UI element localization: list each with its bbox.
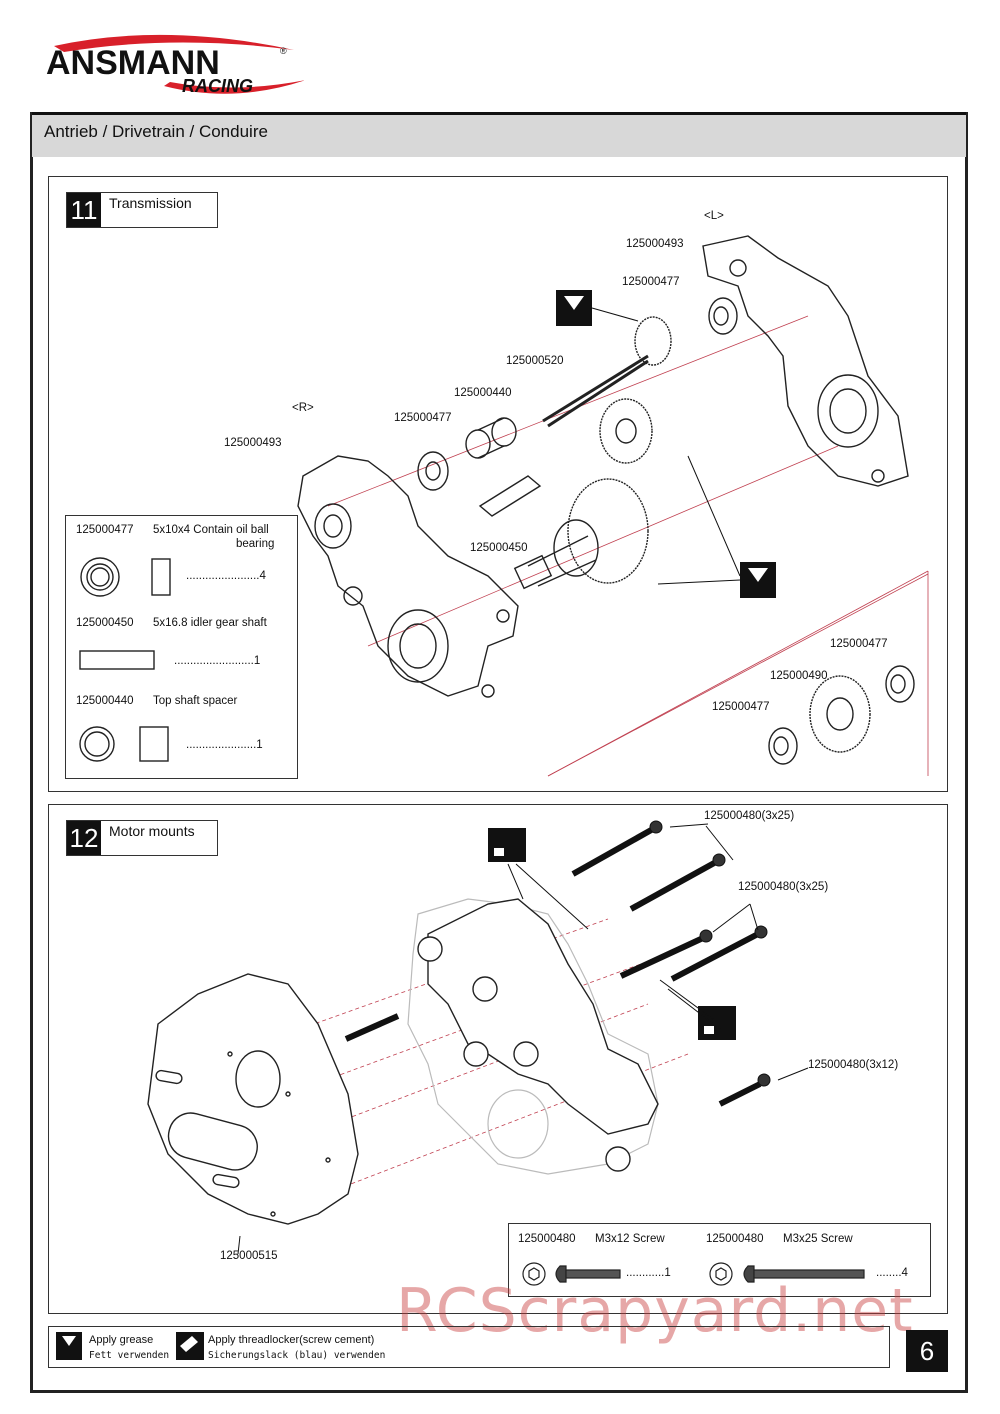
inset-part-label: 125000477 xyxy=(830,638,888,650)
parts-list-desc: M3x25 Screw xyxy=(783,1233,853,1245)
grease-icon xyxy=(56,1332,82,1360)
step-title: Motor mounts xyxy=(109,823,195,839)
part-label: 125000520 xyxy=(506,355,564,367)
page-number: 6 xyxy=(906,1330,948,1372)
parts-list-desc: M3x12 Screw xyxy=(595,1233,665,1245)
page-frame-bottom xyxy=(30,1390,968,1393)
section-header-bar xyxy=(32,112,966,157)
legend-lock-de: Sicherungslack (blau) verwenden xyxy=(208,1350,386,1361)
part-label: 125000477 xyxy=(394,412,452,424)
part-label: 125000493 xyxy=(626,238,684,250)
part-label: 125000440 xyxy=(454,387,512,399)
part-label: 125000480(3x25) xyxy=(738,881,829,893)
step-title: Transmission xyxy=(109,195,192,211)
part-label: 125000480(3x12) xyxy=(808,1059,899,1071)
legend-grease-en: Apply grease xyxy=(89,1334,154,1346)
legend-box xyxy=(48,1326,890,1368)
part-label: 125000493 xyxy=(224,437,282,449)
inset-part-label: 125000490 xyxy=(770,670,828,682)
part-label: 125000515 xyxy=(220,1250,278,1262)
transmission-exploded-diagram xyxy=(297,235,929,777)
section-title: Antrieb / Drivetrain / Conduire xyxy=(44,122,268,141)
parts-list-qty: .......................4 xyxy=(186,570,266,582)
parts-list-desc: Top shaft spacer xyxy=(153,695,238,707)
motor-mount-exploded-diagram xyxy=(147,820,809,1255)
threadlocker-icon xyxy=(176,1332,204,1360)
step-number: 12 xyxy=(67,821,101,855)
spacer-icon xyxy=(79,726,169,762)
screw-icons xyxy=(522,1262,865,1286)
part-label: 125000477 xyxy=(622,276,680,288)
ansmann-racing-logo: ANSMANN ® RACING xyxy=(44,28,306,103)
label-side-right: <R> xyxy=(292,402,314,414)
parts-list-desc: 5x16.8 idler gear shaft xyxy=(153,617,267,629)
step-number: 11 xyxy=(67,193,101,227)
bearing-icon xyxy=(80,557,171,597)
page-frame-right xyxy=(965,112,968,1392)
parts-list-code: 125000480 xyxy=(518,1233,576,1245)
legend-grease-de: Fett verwenden xyxy=(89,1350,170,1361)
svg-text:®: ® xyxy=(280,46,287,56)
watermark: RCScrapyard.net xyxy=(396,1276,914,1346)
parts-list-qty: ........4 xyxy=(876,1267,908,1279)
parts-list-qty: .........................1 xyxy=(174,655,261,667)
brand-sub: RACING xyxy=(182,76,253,96)
parts-list-code: 125000440 xyxy=(76,695,134,707)
parts-list-qty: ............1 xyxy=(626,1267,671,1279)
part-label: 125000450 xyxy=(470,542,528,554)
parts-list-code: 125000477 xyxy=(76,524,134,536)
parts-list-code: 125000450 xyxy=(76,617,134,629)
parts-list-code: 125000480 xyxy=(706,1233,764,1245)
step-11-header: 11 Transmission xyxy=(66,192,218,228)
legend-lock-en: Apply threadlocker(screw cement) xyxy=(208,1334,375,1346)
part-label: 125000480(3x25) xyxy=(704,810,795,822)
parts-list-desc: 5x10x4 Contain oil ball xyxy=(153,524,269,536)
parts-list-desc: bearing xyxy=(236,538,275,550)
parts-list-qty: ......................1 xyxy=(186,739,263,751)
shaft-icon xyxy=(79,650,155,670)
inset-part-label: 125000477 xyxy=(712,701,770,713)
step-12-header: 12 Motor mounts xyxy=(66,820,218,856)
label-side-left: <L> xyxy=(704,210,724,222)
page-frame-left xyxy=(30,112,33,1392)
brand-name: ANSMANN xyxy=(46,44,220,82)
